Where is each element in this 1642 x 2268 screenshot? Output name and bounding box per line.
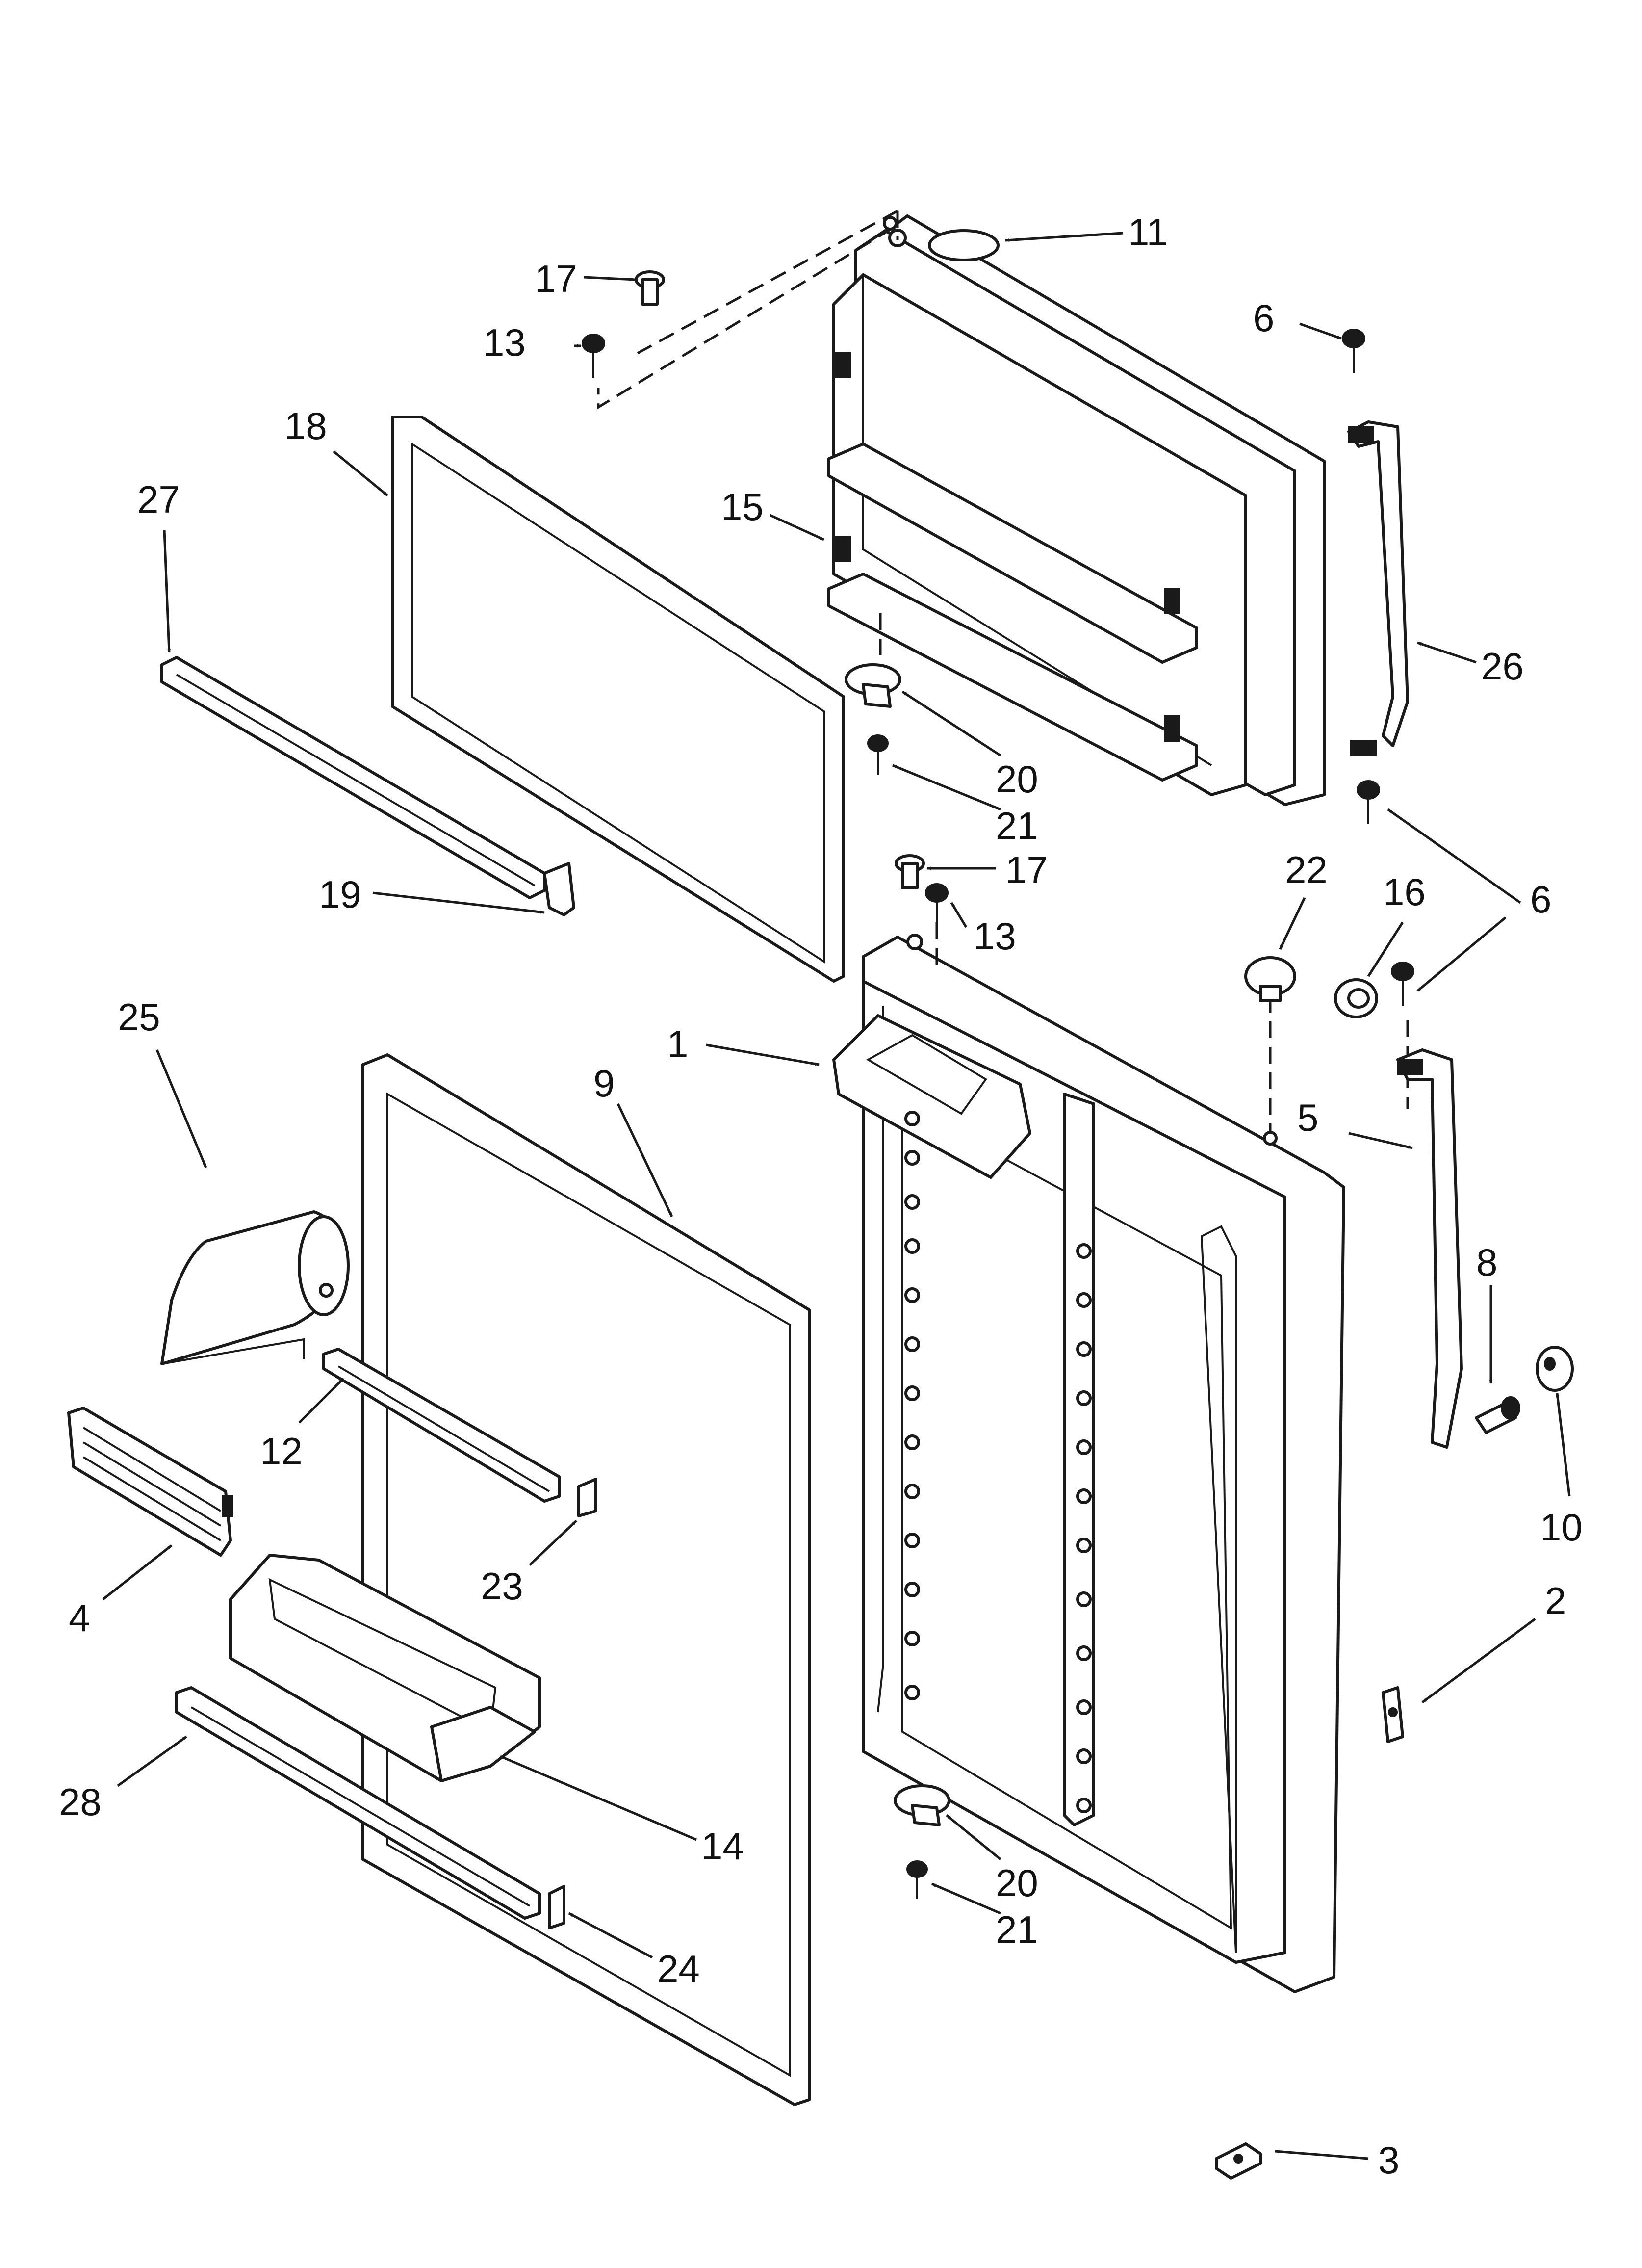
handle-screw <box>1475 1396 1520 1434</box>
hinge-bracket <box>845 663 901 708</box>
callout-24: 24 <box>657 1947 700 1990</box>
leader-line <box>372 891 545 914</box>
leader-line <box>117 1735 187 1787</box>
callout-6: 6 <box>1530 878 1551 921</box>
callout-17: 17 <box>535 257 577 300</box>
leader-line <box>946 1814 1001 1860</box>
trim-clip <box>577 1478 597 1517</box>
leader-line <box>298 1378 344 1424</box>
door-stud-column <box>904 1111 920 1700</box>
callout-27: 27 <box>137 478 180 521</box>
leader-line <box>1387 808 1521 904</box>
hole-plug <box>1244 956 1296 1002</box>
leader-line <box>1421 1617 1536 1704</box>
leader-line <box>1556 1393 1571 1497</box>
callout-1: 1 <box>667 1022 688 1066</box>
callout-21: 21 <box>996 1908 1038 1951</box>
callout-28: 28 <box>59 1780 102 1824</box>
callout-16: 16 <box>1383 870 1426 913</box>
callout-11: 11 <box>1128 210 1168 254</box>
leader-line <box>931 1882 1001 1915</box>
screw <box>1357 780 1380 824</box>
leader-line <box>583 276 636 282</box>
lower-hinge-plate <box>1382 1686 1404 1743</box>
leader-line <box>102 1544 173 1600</box>
callout-14: 14 <box>701 1825 744 1868</box>
fresh-food-door-gasket <box>361 1053 811 2106</box>
callout-17: 17 <box>1005 848 1048 891</box>
callout-3: 3 <box>1378 2138 1399 2182</box>
callout-20: 20 <box>996 757 1038 801</box>
hinge-bracket <box>894 1784 950 1826</box>
hinge-pin <box>635 270 665 306</box>
freezer-door-gasket <box>391 416 845 983</box>
leader-line <box>155 1049 207 1168</box>
leader-line <box>500 1755 697 1841</box>
callout-21: 21 <box>996 804 1038 847</box>
hinge-bushing <box>928 229 1000 261</box>
callout-13: 13 <box>974 914 1016 958</box>
leader-line <box>1275 2150 1369 2160</box>
screw <box>906 1860 928 1899</box>
callout-8: 8 <box>1476 1241 1497 1284</box>
screw <box>1391 962 1414 1006</box>
screw <box>867 734 889 775</box>
leader-line <box>950 902 968 928</box>
screw <box>1342 329 1365 373</box>
door-bin <box>229 1554 541 1782</box>
dairy-compartment-door <box>160 1210 350 1365</box>
leader-line <box>1005 232 1124 242</box>
handle-end-cap <box>1536 1346 1574 1392</box>
leader-line <box>163 529 171 653</box>
leader-line <box>333 450 388 496</box>
freezer-door-handle <box>1347 420 1409 756</box>
callout-13: 13 <box>483 321 526 364</box>
freezer-shelf-trim <box>160 656 546 899</box>
callout-22: 22 <box>1285 848 1328 891</box>
screw <box>925 883 949 922</box>
leader-line <box>1299 322 1342 340</box>
callout-26: 26 <box>1481 645 1524 688</box>
leader-line <box>1348 1132 1413 1149</box>
screw <box>582 334 605 378</box>
leader-line <box>1417 641 1477 664</box>
callout-4: 4 <box>69 1596 90 1640</box>
trim-clip <box>548 1885 565 1929</box>
door-stud-column <box>1076 1243 1092 1813</box>
callout-6: 6 <box>1253 296 1274 339</box>
callout-2: 2 <box>1545 1579 1566 1622</box>
door-bin-trim <box>175 1686 541 1920</box>
callout-12: 12 <box>260 1430 303 1473</box>
callout-19: 19 <box>319 873 361 916</box>
callout-9: 9 <box>593 1062 615 1105</box>
bottom-hinge-bracket <box>1215 2142 1262 2180</box>
callout-23: 23 <box>481 1564 523 1608</box>
fresh-food-door-handle <box>1396 1048 1463 1449</box>
callout-15: 15 <box>721 485 764 528</box>
callout-5: 5 <box>1297 1096 1318 1139</box>
freezer-door-assembly <box>827 214 1326 806</box>
alignment-line <box>597 227 894 410</box>
leader-line <box>892 764 1001 811</box>
dairy-shelf-trim <box>322 1348 561 1503</box>
callout-20: 20 <box>996 1861 1038 1904</box>
leader-line <box>1416 916 1507 992</box>
leader-line <box>568 1912 653 1959</box>
butter-compartment-door <box>67 1407 233 1557</box>
leader-line <box>1279 897 1306 950</box>
trim-end-cap <box>543 862 575 916</box>
callout-25: 25 <box>118 995 160 1039</box>
leader-line <box>616 1103 673 1218</box>
callout-18: 18 <box>284 404 327 447</box>
callout-10: 10 <box>1540 1506 1583 1549</box>
leader-line <box>769 514 825 541</box>
door-stop <box>1334 978 1378 1018</box>
fresh-food-door-assembly <box>832 934 1345 1993</box>
leader-line <box>706 1043 820 1066</box>
leader-line <box>901 690 1001 757</box>
leader-line <box>1367 921 1404 977</box>
leader-line <box>529 1520 577 1566</box>
hinge-pin <box>895 854 925 889</box>
